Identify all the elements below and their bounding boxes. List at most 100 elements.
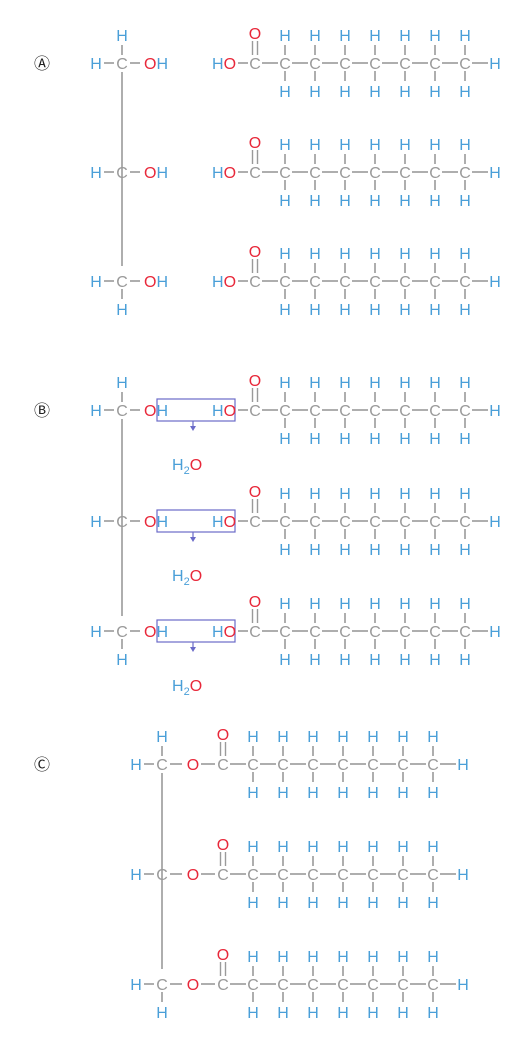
chain-carbon: C (397, 977, 409, 994)
terminal-hydrogen: H (457, 867, 469, 884)
panel-label-b: Ⓑ (34, 402, 50, 420)
glycerol-carbon: C (116, 624, 128, 641)
hydrogen: H (399, 137, 411, 154)
chain-carbon: C (339, 624, 351, 641)
hydrogen: H (397, 785, 409, 802)
hydrogen: H (459, 137, 471, 154)
chain-carbon: C (279, 274, 291, 291)
terminal-hydrogen: H (489, 274, 501, 291)
hydrogen: H (369, 596, 381, 613)
hydrogen: H (309, 486, 321, 503)
carbonyl-carbon: C (249, 514, 261, 531)
hydrogen: H (429, 246, 441, 263)
panel-label-a: Ⓐ (34, 55, 50, 73)
chain-carbon: C (279, 624, 291, 641)
hydrogen: H (337, 1005, 349, 1022)
chain-carbon: C (399, 165, 411, 182)
hydrogen: H (247, 729, 259, 746)
chain-carbon: C (369, 514, 381, 531)
hydrogen: H (309, 596, 321, 613)
glycerol-carbon: C (156, 757, 168, 774)
chain-carbon: C (279, 514, 291, 531)
chain-carbon: C (459, 56, 471, 73)
hydrogen: H (279, 375, 291, 392)
carbonyl-oxygen: O (249, 484, 261, 501)
hydrogen: H (309, 542, 321, 559)
hydroxyl-group: OH (144, 274, 168, 291)
terminal-hydrogen: H (489, 56, 501, 73)
chain-carbon: C (337, 757, 349, 774)
hydroxyl-group: OH (144, 165, 168, 182)
hydrogen: H (339, 302, 351, 319)
chain-carbon: C (339, 514, 351, 531)
hydrogen: H (367, 839, 379, 856)
hydrogen: H (459, 596, 471, 613)
hydrogen: H (339, 28, 351, 45)
hydrogen: H (277, 949, 289, 966)
hydrogen: H (369, 542, 381, 559)
hydrogen: H (337, 785, 349, 802)
hydrogen: H (339, 193, 351, 210)
hydrogen: H (279, 596, 291, 613)
chain-carbon: C (369, 165, 381, 182)
hydrogen: H (369, 84, 381, 101)
hydrogen: H (337, 949, 349, 966)
hydrogen: H (367, 729, 379, 746)
hydrogen: H (427, 895, 439, 912)
carbonyl-carbon: C (217, 757, 229, 774)
hydrogen: H (307, 949, 319, 966)
glycerol-carbon: C (156, 867, 168, 884)
hydrogen: H (309, 246, 321, 263)
hydrogen: H (116, 302, 128, 319)
hydrogen: H (459, 431, 471, 448)
chain-carbon: C (247, 757, 259, 774)
hydrogen: H (279, 246, 291, 263)
hydrogen: H (369, 302, 381, 319)
hydrogen: H (397, 1005, 409, 1022)
terminal-hydrogen: H (489, 624, 501, 641)
chain-carbon: C (339, 403, 351, 420)
hydrogen: H (429, 486, 441, 503)
carbonyl-carbon: C (217, 977, 229, 994)
chain-carbon: C (307, 977, 319, 994)
chain-carbon: C (429, 403, 441, 420)
chain-carbon: C (339, 56, 351, 73)
chain-carbon: C (277, 867, 289, 884)
acid-hydroxyl: HO (212, 274, 236, 291)
chain-carbon: C (337, 867, 349, 884)
hydrogen: H (459, 652, 471, 669)
hydrogen: H (309, 193, 321, 210)
hydrogen: H (399, 84, 411, 101)
chain-carbon: C (339, 274, 351, 291)
hydrogen: H (90, 274, 102, 291)
hydrogen: H (279, 302, 291, 319)
hydrogen: H (427, 839, 439, 856)
chain-carbon: C (399, 514, 411, 531)
hydrogen: H (337, 839, 349, 856)
hydrogen: H (369, 137, 381, 154)
hydrogen: H (429, 193, 441, 210)
hydrogen: H (337, 895, 349, 912)
hydrogen: H (399, 431, 411, 448)
chain-carbon: C (309, 403, 321, 420)
hydrogen: H (247, 839, 259, 856)
chain-carbon: C (459, 403, 471, 420)
hydrogen: H (427, 729, 439, 746)
hydrogen: H (309, 84, 321, 101)
acid-hydroxyl: HO (212, 403, 236, 420)
hydrogen: H (279, 84, 291, 101)
hydrogen: H (339, 246, 351, 263)
arrow-head-icon (190, 537, 196, 542)
glycerol-carbon: C (116, 403, 128, 420)
chain-carbon: C (399, 624, 411, 641)
chain-carbon: C (309, 274, 321, 291)
hydrogen: H (339, 486, 351, 503)
chain-carbon: C (459, 514, 471, 531)
hydrogen: H (429, 302, 441, 319)
hydrogen: H (367, 895, 379, 912)
chain-carbon: C (247, 867, 259, 884)
carbonyl-oxygen: O (249, 26, 261, 43)
chain-carbon: C (309, 56, 321, 73)
